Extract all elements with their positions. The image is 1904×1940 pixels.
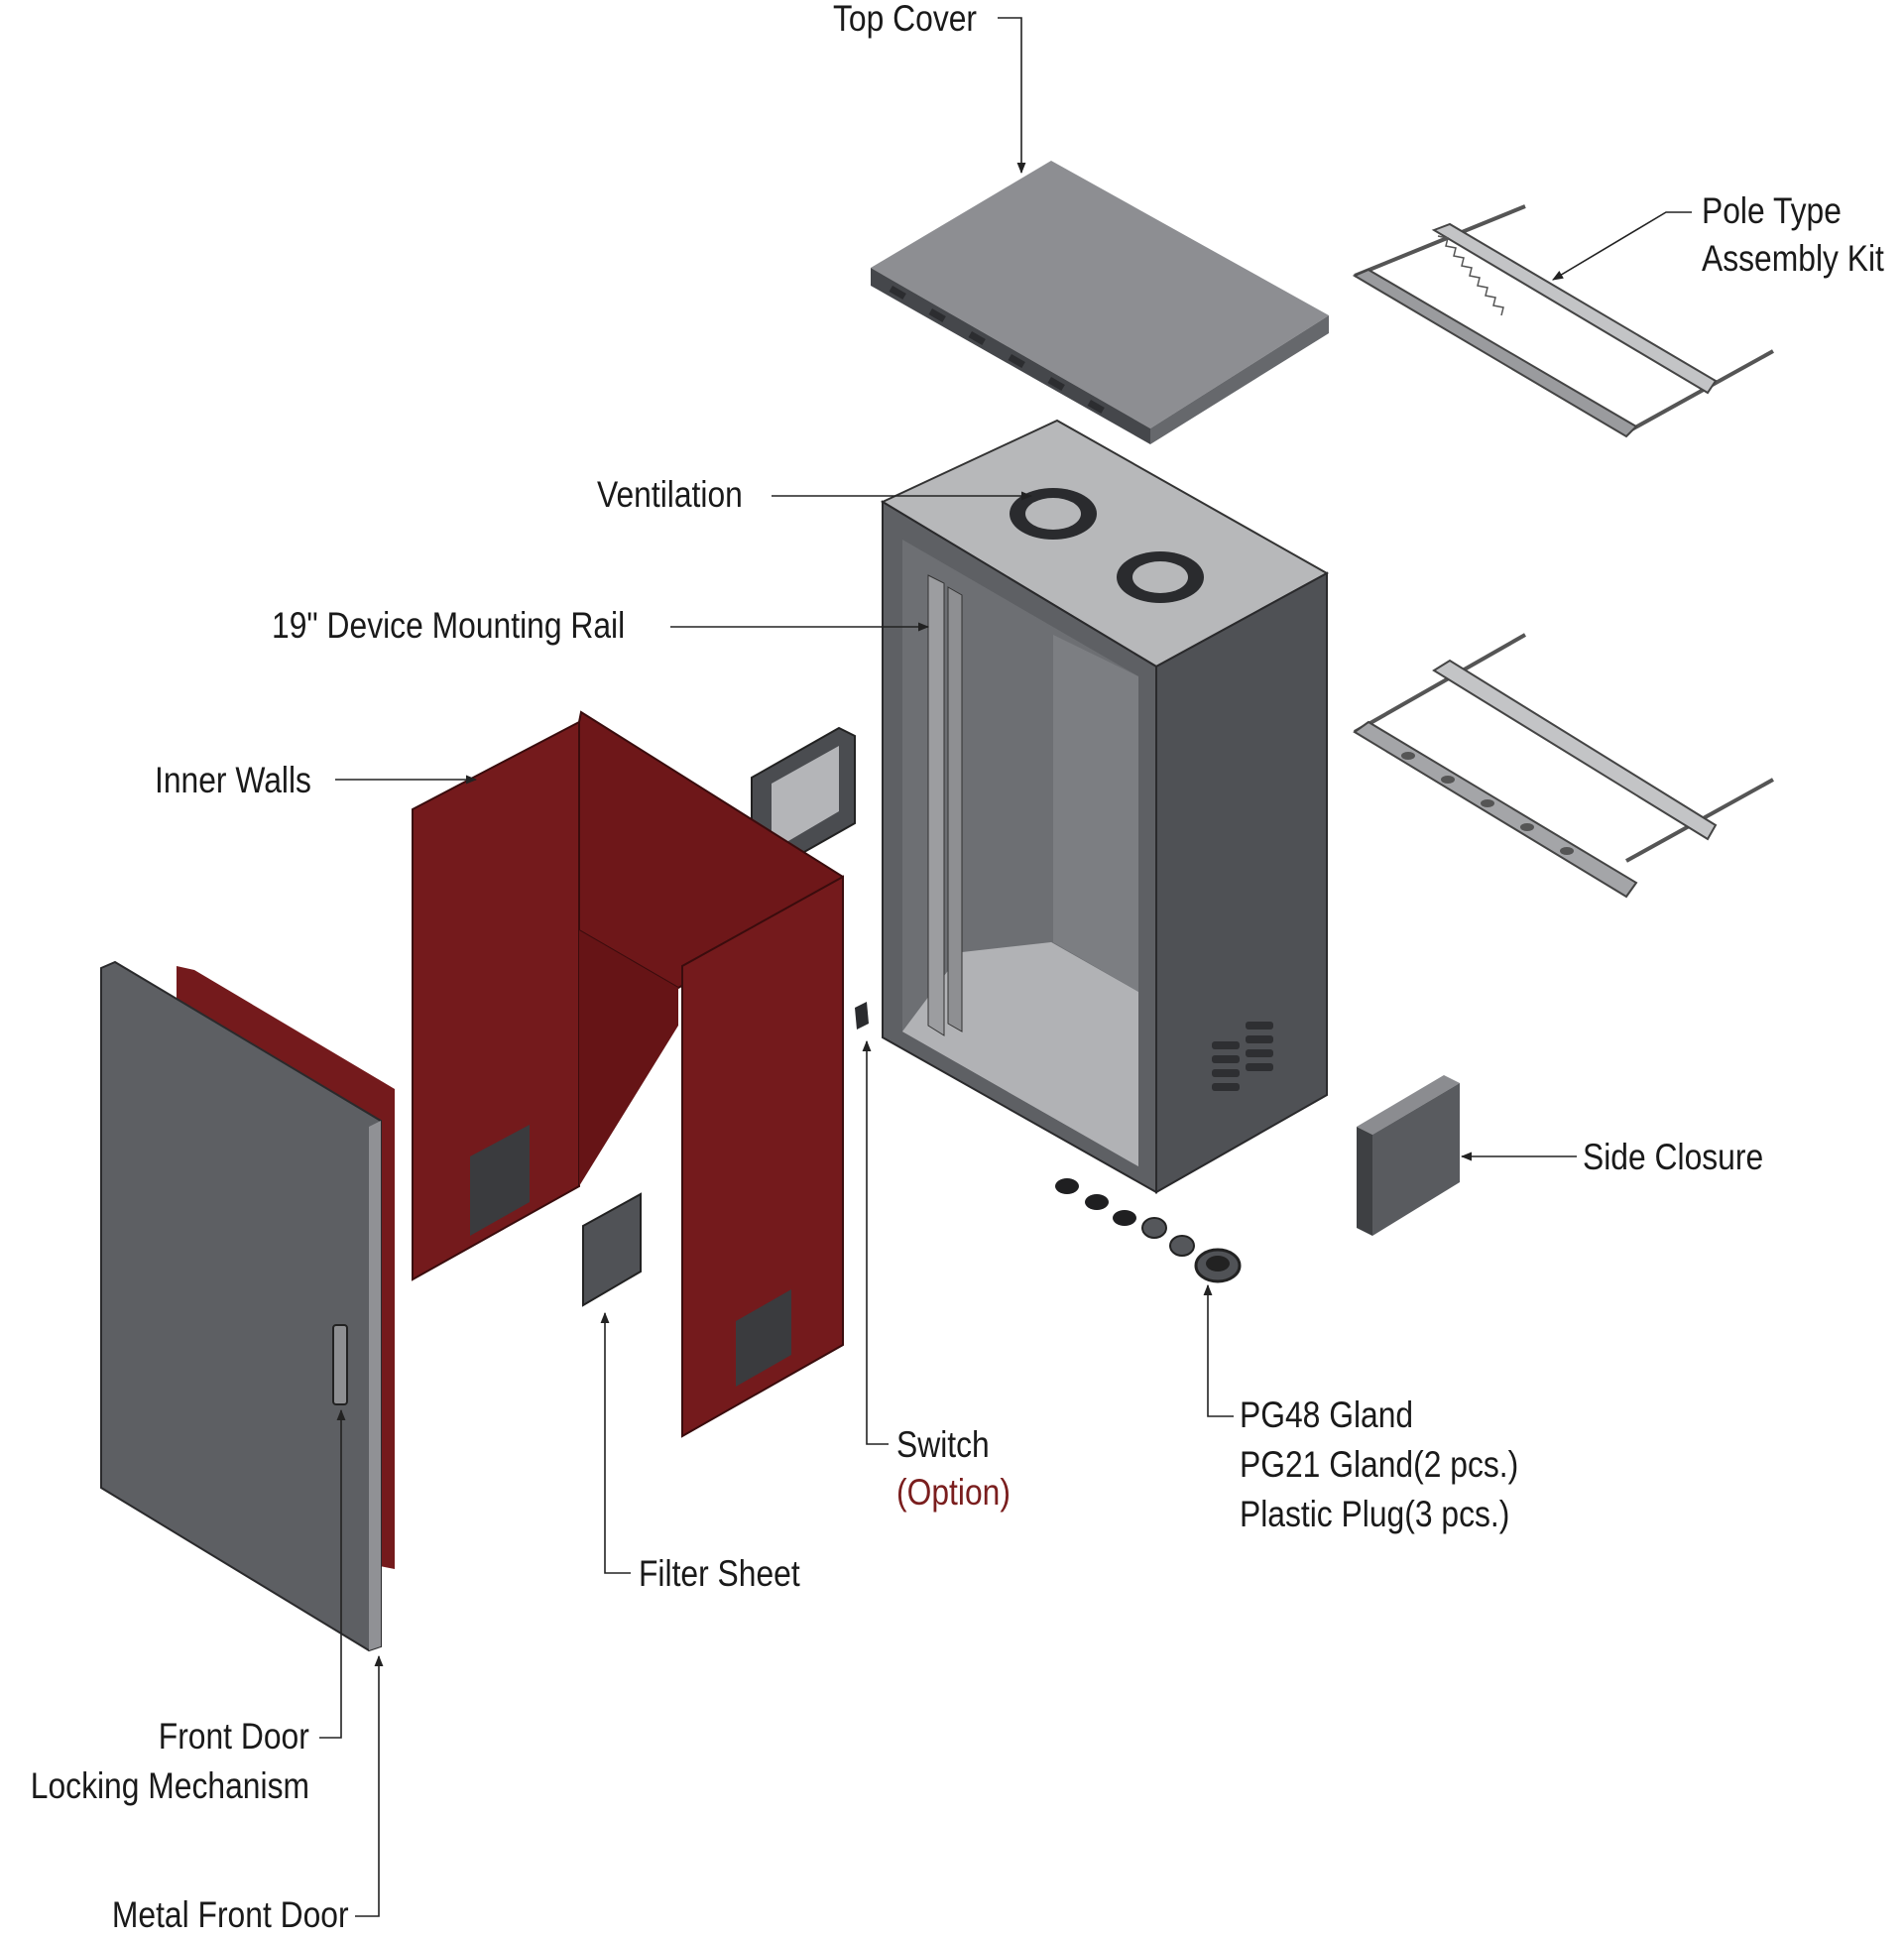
metal-front-door-part xyxy=(100,960,382,1652)
pole-kit-upper xyxy=(1352,204,1774,438)
label-filter-sheet: Filter Sheet xyxy=(639,1553,800,1594)
label-pole-type-line2: Assembly Kit xyxy=(1702,238,1884,279)
pole-kit-lower xyxy=(1353,633,1774,899)
inner-walls-part xyxy=(412,710,844,1438)
switch-part xyxy=(855,1002,869,1030)
label-ventilation: Ventilation xyxy=(597,474,743,515)
label-front-door-line1: Front Door xyxy=(158,1716,309,1757)
label-switch: Switch xyxy=(896,1424,990,1465)
enclosure-body xyxy=(880,419,1330,1194)
label-glands-line2: PG21 Gland(2 pcs.) xyxy=(1240,1444,1519,1485)
label-front-door-line2: Locking Mechanism xyxy=(30,1765,309,1806)
label-pole-type-line1: Pole Type xyxy=(1702,190,1842,231)
label-glands-line1: PG48 Gland xyxy=(1240,1394,1414,1435)
cable-gland-icon xyxy=(1055,1178,1242,1283)
side-louvers xyxy=(1212,1022,1273,1091)
side-closure-part xyxy=(1357,1075,1460,1236)
label-mounting-rail: 19" Device Mounting Rail xyxy=(272,605,626,646)
label-glands-line3: Plastic Plug(3 pcs.) xyxy=(1240,1494,1510,1534)
filter-sheet-part xyxy=(582,1192,642,1307)
ventilation-fan-icon xyxy=(1010,488,1204,603)
top-cover-part xyxy=(871,161,1329,444)
label-side-closure: Side Closure xyxy=(1583,1137,1764,1177)
label-inner-walls: Inner Walls xyxy=(155,760,311,800)
leader-lines xyxy=(319,17,1692,1917)
label-metal-front-door: Metal Front Door xyxy=(112,1894,349,1935)
label-top-cover: Top Cover xyxy=(833,0,978,39)
label-switch-option: (Option) xyxy=(896,1472,1011,1513)
